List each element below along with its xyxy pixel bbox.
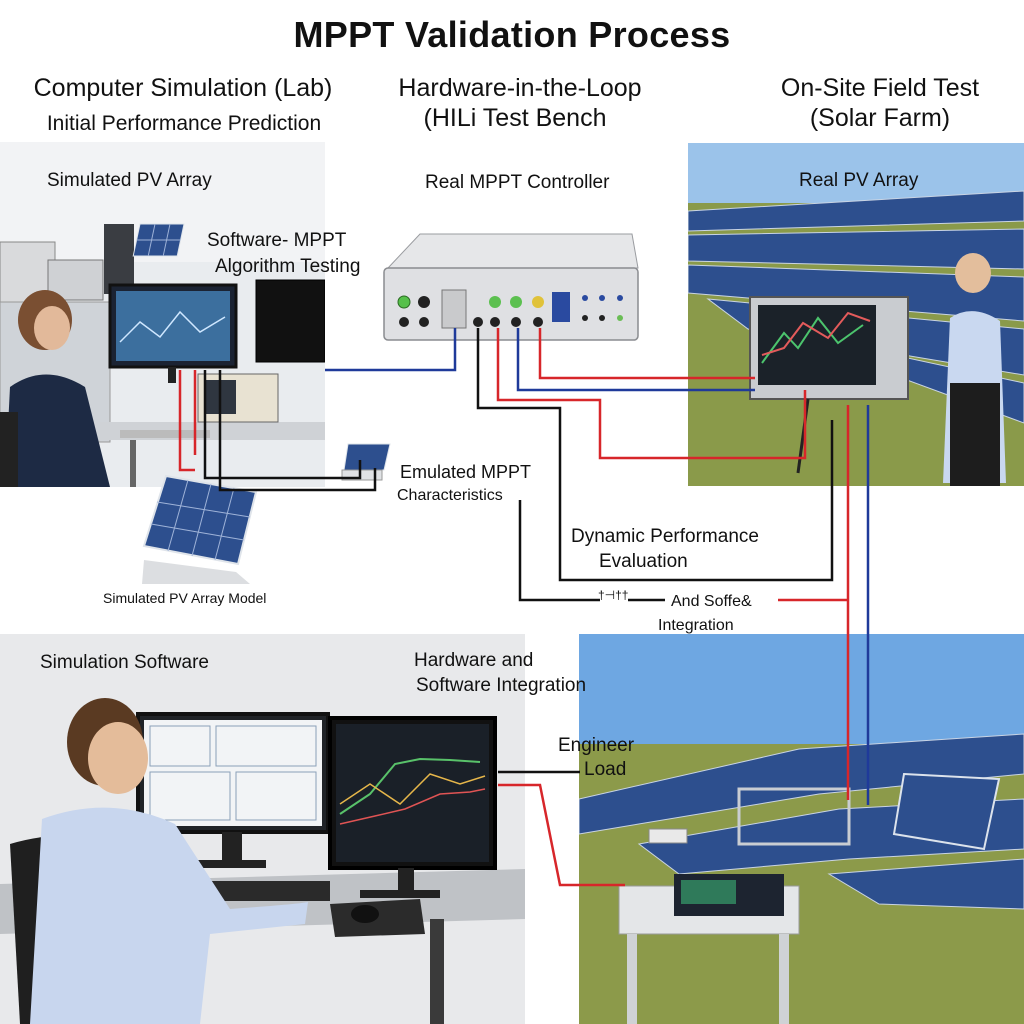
dynamic-performance-label-line2: Evaluation [599, 551, 688, 572]
simulation-photo [0, 634, 525, 1024]
mppt-controller-device [380, 228, 642, 343]
simulated-pv-array-label: Simulated PV Array [47, 170, 212, 191]
page-title: MPPT Validation Process [293, 14, 731, 55]
simulated-pv-array-model-icon [138, 472, 260, 587]
emulated-mppt-label-line2: Characteristics [397, 487, 503, 504]
field-column-title-line2: (Solar Farm) [809, 104, 951, 132]
software-mppt-label-line1: Software- MPPT [207, 230, 347, 251]
emulated-pv-panel-icon [340, 440, 395, 485]
engineer-label: Engineer [558, 735, 635, 756]
simulation-software-label: Simulation Software [40, 652, 209, 673]
hil-column-title-line2: (HILi Test Bench [423, 104, 607, 132]
lab-column-subtitle: Initial Performance Prediction [46, 112, 322, 135]
emulated-mppt-label-line1: Emulated MPPT [400, 462, 532, 482]
real-pv-array-label: Real PV Array [799, 170, 919, 191]
dynamic-performance-label-line1: Dynamic Performance [571, 526, 759, 547]
and-software-label-line2: Integration [658, 617, 734, 634]
hil-column-title-line1: Hardware-in-the-Loop [398, 74, 642, 102]
real-mppt-controller-label: Real MPPT Controller [425, 172, 610, 193]
field-column-title-line1: On-Site Field Test [780, 74, 980, 102]
hardware-software-label-line1: Hardware and [414, 650, 534, 671]
junction-symbol: †⊣†† [598, 588, 629, 602]
software-mppt-label-line2: Algorithm Testing [215, 256, 361, 277]
lab-photo [0, 142, 325, 487]
field-photo [688, 143, 1024, 486]
lab-column-title: Computer Simulation (Lab) [33, 74, 333, 102]
load-label: Load [584, 759, 627, 780]
simulated-pv-array-model-label: Simulated PV Array Model [103, 590, 267, 606]
integration-photo [579, 634, 1024, 1024]
and-software-label-line1: And Soffe& [671, 593, 752, 610]
hardware-software-label-line2: Software Integration [416, 675, 587, 696]
